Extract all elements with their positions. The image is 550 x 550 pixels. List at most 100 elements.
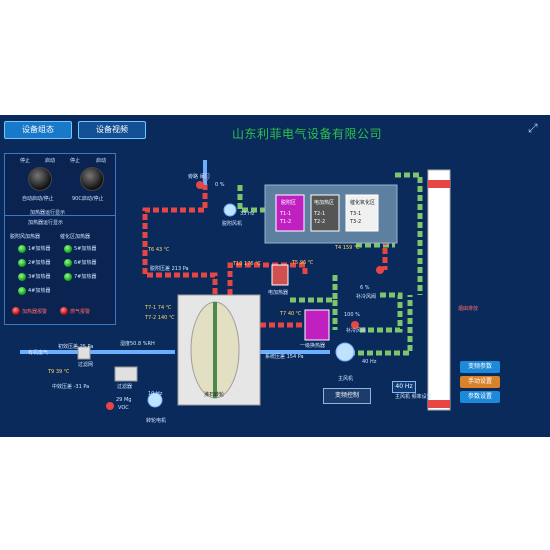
rotor-freq: 10 Hz xyxy=(148,391,163,397)
rotor-motor-label: 转轮电机 xyxy=(146,418,167,424)
gas-alarm-label: 燃气报警 xyxy=(70,309,91,315)
humidity-readout: 湿度50.8 %RH xyxy=(120,341,155,347)
vfd-control-button[interactable]: 变频控制 xyxy=(323,388,371,404)
heater-alarm-led xyxy=(12,307,20,315)
stack-note: 烟囱排放 xyxy=(458,306,479,312)
heater-1-label: 1#加热器 xyxy=(28,246,51,252)
heater-7-label: 7#加热器 xyxy=(74,274,97,280)
bypass-valve-label: 旁路 阀门 xyxy=(188,174,210,180)
hx-block xyxy=(304,309,330,341)
desorb-start-knob[interactable] xyxy=(80,167,104,191)
param-set-button[interactable]: 参数设置 xyxy=(460,391,500,403)
t3a: T3-1 xyxy=(350,211,362,217)
heater-block xyxy=(271,264,289,286)
zone1-label: 脱附区 xyxy=(281,200,297,206)
heater-3-led xyxy=(18,273,26,281)
knob1-stop-label: 停止 xyxy=(20,158,31,164)
t5-temp: T5 96 ℃ xyxy=(292,260,314,266)
cold-valve-label: 补冷风阀 xyxy=(346,328,367,334)
t6-temp: T6 43 ℃ xyxy=(148,247,170,253)
inlet-air-label: 有机废气 xyxy=(28,350,49,356)
t4-temp: T4 159 ℃ xyxy=(335,245,360,251)
heater-6-label: 6#加热器 xyxy=(74,260,97,266)
heater-status-title2: 加热器运行显示 xyxy=(28,220,64,226)
zone3-label: 催化氧化区 xyxy=(350,200,376,206)
desorb-zone-block xyxy=(275,194,305,232)
mg-readout: 29 Mg xyxy=(116,397,132,403)
freq-setpoint-box[interactable]: 40 Hz xyxy=(392,381,416,393)
heater-5-led xyxy=(64,245,72,253)
tab-device-video[interactable]: 设备视频 xyxy=(78,121,146,139)
main-pressure: 系统压差 154 Pa xyxy=(265,354,304,360)
filter-label: 过滤器 xyxy=(117,384,133,390)
t1a: T1-1 xyxy=(280,211,292,217)
chimney xyxy=(427,169,451,411)
main-fan-label: 主风机 xyxy=(338,376,354,382)
heater-1-led xyxy=(18,245,26,253)
mid-pressure: 中效压差 -31 Pa xyxy=(52,384,90,390)
fresh-valve-pct: 6 % xyxy=(360,285,370,291)
knob1-start-label: 启动 xyxy=(45,158,56,164)
catalyst-heater-group: 催化区加热器 xyxy=(60,234,91,240)
filter-block xyxy=(114,366,138,382)
vfd-params-button[interactable]: 变频参数 xyxy=(460,361,500,373)
t9-temp: T9 39 ℃ xyxy=(48,369,70,375)
scada-screen: 设备组态 设备视频 山东利菲电气设备有限公司 ⤢ 停止 启动 停止 启动 自动启… xyxy=(0,115,550,437)
voc-sensor-icon xyxy=(106,402,114,410)
cold-valve-pct: 100 % xyxy=(344,312,360,318)
knob2-stop-label: 停止 xyxy=(70,158,81,164)
main-fan-icon xyxy=(335,342,355,362)
pre-filter-label: 过滤网 xyxy=(78,362,94,368)
zone2-label: 电加热区 xyxy=(314,200,335,206)
bypass-pct: 0 % xyxy=(215,182,225,188)
auto-start-label: 自动启动/停止 xyxy=(22,196,54,202)
fullscreen-icon[interactable]: ⤢ xyxy=(528,121,538,135)
t1b: T1-2 xyxy=(280,219,292,225)
knob2-start-label: 启动 xyxy=(96,158,107,164)
heater-5-label: 5#加热器 xyxy=(74,246,97,252)
heater-status-panel xyxy=(4,215,116,325)
process-diagram xyxy=(20,160,451,411)
heater-alarm-label: 加热器报警 xyxy=(22,309,48,315)
tab-device-status[interactable]: 设备组态 xyxy=(4,121,72,139)
catalyst-zone-block xyxy=(345,194,379,232)
desorb-heater-group: 脱附风加热器 xyxy=(10,234,41,240)
heater-7-led xyxy=(64,273,72,281)
heater-6-led xyxy=(64,259,72,267)
company-title: 山东利菲电气设备有限公司 xyxy=(232,127,383,141)
auto-start-knob[interactable] xyxy=(28,167,52,191)
heater-2-led xyxy=(18,259,26,267)
supply-pipes xyxy=(20,160,330,354)
desorb-fan-icon xyxy=(223,203,237,217)
t3b: T3-2 xyxy=(350,219,362,225)
t7-temp: T7 40 ℃ xyxy=(280,311,302,317)
t2a: T2-1 xyxy=(314,211,326,217)
voc-label: VOC xyxy=(118,405,129,411)
heater-status-title: 加热器运行显示 xyxy=(30,210,66,216)
heater-label: 电加热器 xyxy=(268,290,289,296)
t2b: T2-2 xyxy=(314,219,326,225)
heater-4-label: 4#加热器 xyxy=(28,288,51,294)
inlet-pressure: 初效压差 25 Pa xyxy=(58,344,94,350)
desorb-fan-label: 脱附风机 xyxy=(222,221,243,227)
fresh-valve-icon xyxy=(376,266,384,274)
knob2-label: 90C启动/停止 xyxy=(72,196,104,202)
heater-zone-block xyxy=(310,194,340,232)
cold-valve-icon xyxy=(351,321,359,329)
bypass-valve-icon xyxy=(196,181,204,189)
desorb-pressure: 脱附压差 213 Pa xyxy=(150,266,189,272)
heater-3-label: 3#加热器 xyxy=(28,274,51,280)
heater-4-led xyxy=(18,287,26,295)
t72-temp: T7-2 140 ℃ xyxy=(145,315,175,321)
main-freq: 40 Hz xyxy=(362,359,377,365)
hx-label: 一级换热器 xyxy=(300,343,326,349)
pre-filter-block xyxy=(77,346,91,360)
rotor-motor-icon xyxy=(147,392,163,408)
gas-alarm-led xyxy=(60,307,68,315)
manual-set-button[interactable]: 手动设置 xyxy=(460,376,500,388)
desorb-freq: 33 Hz xyxy=(240,211,255,217)
fresh-valve-label: 补冷风阀 xyxy=(356,294,377,300)
wheel-label: 沸石转轮 xyxy=(204,392,225,398)
desorb-pipes xyxy=(142,175,388,328)
heater-2-label: 2#加热器 xyxy=(28,260,51,266)
